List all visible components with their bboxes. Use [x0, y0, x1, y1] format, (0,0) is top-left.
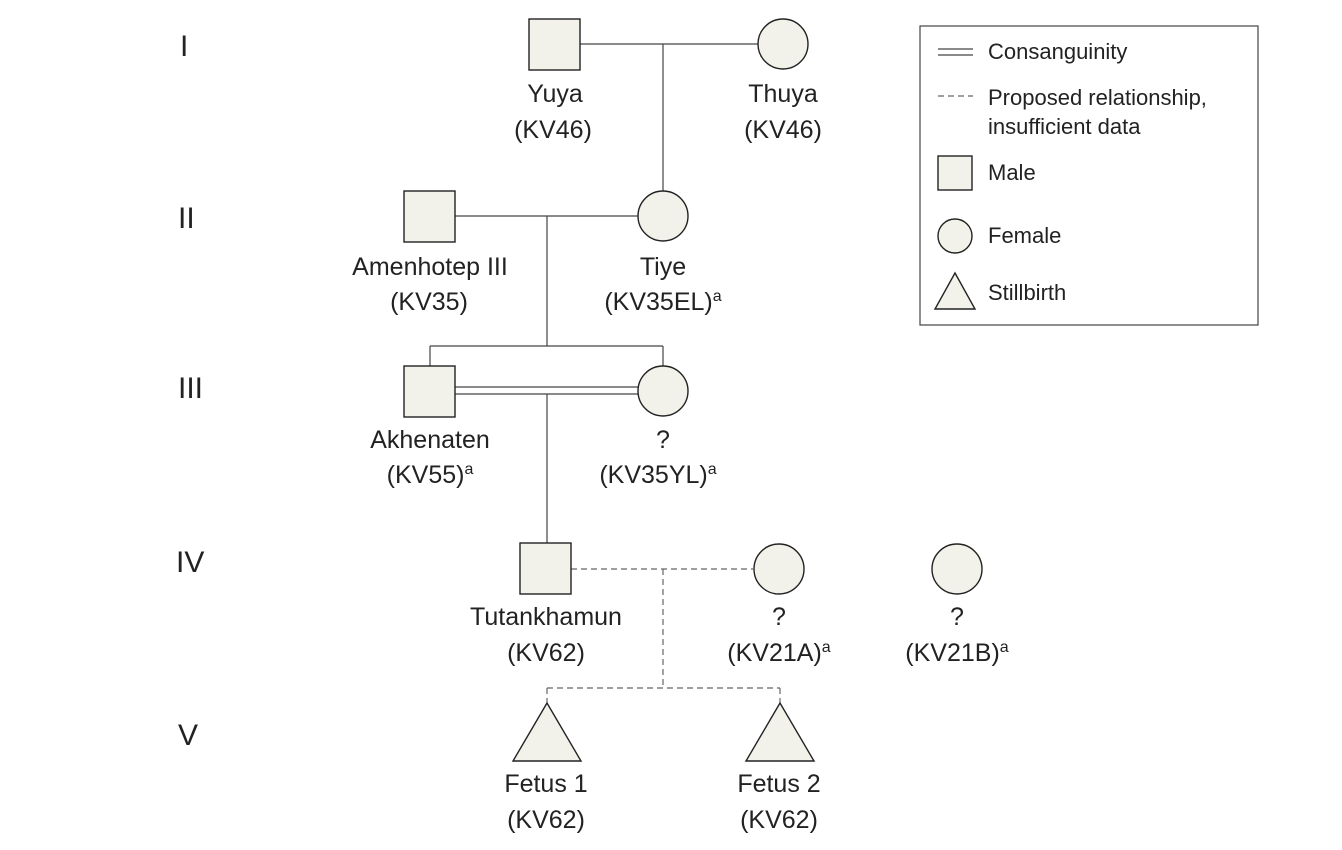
individual-tomb-kv21b: (KV21B)a	[905, 639, 1008, 667]
footnote-mark-tiye: a	[713, 288, 722, 305]
legend-label-consanguinity: Consanguinity	[988, 39, 1127, 64]
legend-label-proposed-line2: insufficient data	[988, 114, 1141, 139]
stillbirth-symbol-fetus-1	[511, 701, 583, 762]
individual-tomb-kv21a: (KV21A)a	[727, 639, 830, 667]
relationship-lines	[429, 43, 781, 703]
tomb-code-tiye: (KV35EL)	[604, 288, 712, 316]
individual-name-fetus-2: Fetus 2	[737, 770, 820, 798]
male-symbol-tutankhamun	[519, 542, 572, 595]
generation-label-iii: III	[178, 372, 203, 405]
individual-tomb-amenhotep-iii: (KV35)	[390, 288, 468, 316]
individual-tomb-tiye: (KV35EL)a	[604, 288, 721, 316]
tomb-code-kv35yl: (KV35YL)	[599, 461, 707, 489]
male-symbol-amenhotep-iii	[403, 190, 456, 243]
individual-tomb-akhenaten: (KV55)a	[387, 461, 474, 489]
individual-name-thuya: Thuya	[748, 80, 818, 108]
individual-name-amenhotep-iii: Amenhotep III	[352, 253, 508, 281]
legend-stillbirth-symbol	[933, 271, 977, 310]
legend-female-symbol	[937, 218, 973, 254]
female-symbol-kv21a	[753, 543, 805, 595]
individual-tomb-yuya: (KV46)	[514, 116, 592, 144]
footnote-mark-kv21b: a	[1000, 639, 1009, 656]
tomb-code-kv21a: (KV21A)	[727, 639, 821, 667]
legend-label-stillbirth: Stillbirth	[988, 280, 1066, 305]
footnote-mark-akhenaten: a	[464, 461, 473, 478]
individual-tomb-thuya: (KV46)	[744, 116, 822, 144]
individual-tomb-kv35yl: (KV35YL)a	[599, 461, 716, 489]
individual-tomb-fetus-2: (KV62)	[740, 806, 818, 834]
individual-name-tutankhamun: Tutankhamun	[470, 603, 622, 631]
individual-tomb-fetus-1: (KV62)	[507, 806, 585, 834]
generation-label-iv: IV	[176, 546, 204, 579]
footnote-mark-kv35yl: a	[708, 461, 717, 478]
individual-tomb-tutankhamun: (KV62)	[507, 639, 585, 667]
generation-label-v: V	[178, 719, 198, 752]
individual-name-kv21b: ?	[950, 603, 964, 631]
generation-label-i: I	[180, 30, 188, 63]
individual-name-kv21a: ?	[772, 603, 786, 631]
stillbirth-symbol-fetus-2	[744, 701, 816, 762]
individual-name-kv35yl: ?	[656, 426, 670, 454]
female-symbol-kv21b	[931, 543, 983, 595]
legend-label-proposed-line1: Proposed relationship,	[988, 85, 1207, 110]
legend-male-symbol	[937, 155, 973, 191]
legend: Consanguinity Proposed relationship, ins…	[919, 25, 1259, 326]
individual-name-yuya: Yuya	[527, 80, 583, 108]
female-symbol-tiye	[637, 190, 689, 242]
tomb-code-kv21b: (KV21B)	[905, 639, 999, 667]
individual-name-akhenaten: Akhenaten	[370, 426, 490, 454]
legend-box	[919, 25, 1259, 326]
footnote-mark-kv21a: a	[822, 639, 831, 656]
legend-label-female: Female	[988, 223, 1061, 248]
female-symbol-kv35yl	[637, 365, 689, 417]
legend-label-male: Male	[988, 160, 1036, 185]
individual-name-fetus-1: Fetus 1	[504, 770, 587, 798]
male-symbol-yuya	[528, 18, 581, 71]
individual-name-tiye: Tiye	[640, 253, 686, 281]
female-symbol-thuya	[757, 18, 809, 70]
male-symbol-akhenaten	[403, 365, 456, 418]
tomb-code-akhenaten: (KV55)	[387, 461, 465, 489]
generation-label-ii: II	[178, 202, 195, 235]
